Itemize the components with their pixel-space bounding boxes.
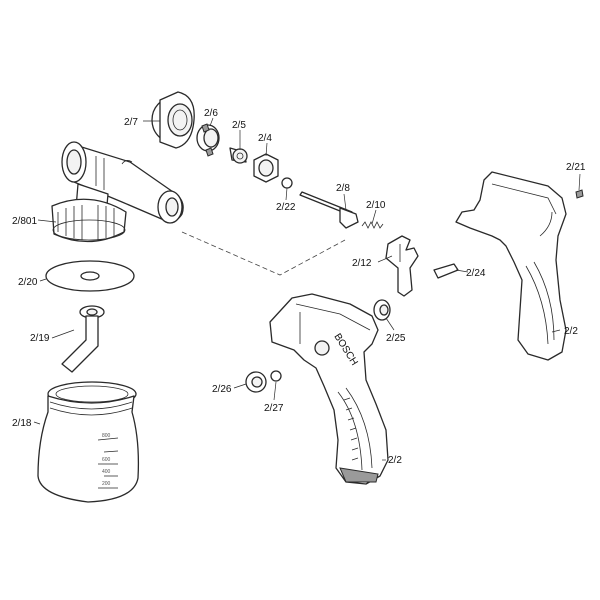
label-2-24: 2/24	[466, 268, 486, 279]
label-2-2-bottom: 2/2	[388, 455, 402, 466]
label-2-2-right: 2/2	[564, 326, 578, 337]
assembly-guide-line	[181, 231, 346, 276]
label-2-5: 2/5	[232, 120, 246, 131]
label-2-801: 2/801	[12, 216, 37, 227]
part-2-5-small-nozzle	[229, 147, 248, 164]
part-2-20-gasket	[45, 260, 135, 292]
label-2-18: 2/18	[12, 418, 32, 429]
container-scale-200: 200	[102, 481, 111, 487]
label-2-20: 2/20	[18, 277, 38, 288]
label-2-10: 2/10	[366, 200, 386, 211]
leader-lines	[33, 117, 581, 461]
container-scale-400: 400	[102, 469, 111, 475]
part-2-10-spring	[361, 221, 384, 229]
label-2-4: 2/4	[258, 133, 272, 144]
part-2-26-knob	[245, 371, 267, 393]
label-2-21: 2/21	[566, 162, 586, 173]
container-scale-600: 600	[102, 457, 111, 463]
part-2-19-suction-tube	[61, 305, 105, 373]
part-2-2-right-housing	[455, 171, 567, 361]
label-2-27: 2/27	[264, 403, 284, 414]
part-2-24-pin	[433, 263, 459, 279]
part-2-2-main-housing: BOSCH	[269, 293, 389, 485]
label-2-12: 2/12	[352, 258, 372, 269]
label-2-22: 2/22	[276, 202, 296, 213]
label-2-8: 2/8	[336, 183, 350, 194]
label-2-25: 2/25	[386, 333, 406, 344]
part-2-12-trigger-fork	[385, 235, 419, 297]
part-2-7-nozzle-cap	[151, 91, 195, 149]
part-2-25-gear	[373, 299, 391, 321]
label-2-6: 2/6	[204, 108, 218, 119]
part-2-22-o-ring	[281, 177, 293, 189]
label-2-7: 2/7	[124, 117, 138, 128]
part-2-6-nozzle-insert	[196, 123, 220, 157]
part-2-4-hex-nut	[253, 153, 279, 183]
container-scale-800: 800	[102, 433, 111, 439]
part-2-27-washer	[270, 370, 282, 382]
label-2-19: 2/19	[30, 333, 50, 344]
part-2-21-screw	[575, 189, 584, 199]
part-2-18-paint-container: 800 600 400 200	[37, 381, 140, 503]
part-2-801-pump-body	[51, 141, 184, 243]
label-2-26: 2/26	[212, 384, 232, 395]
part-2-8-needle	[299, 191, 359, 229]
